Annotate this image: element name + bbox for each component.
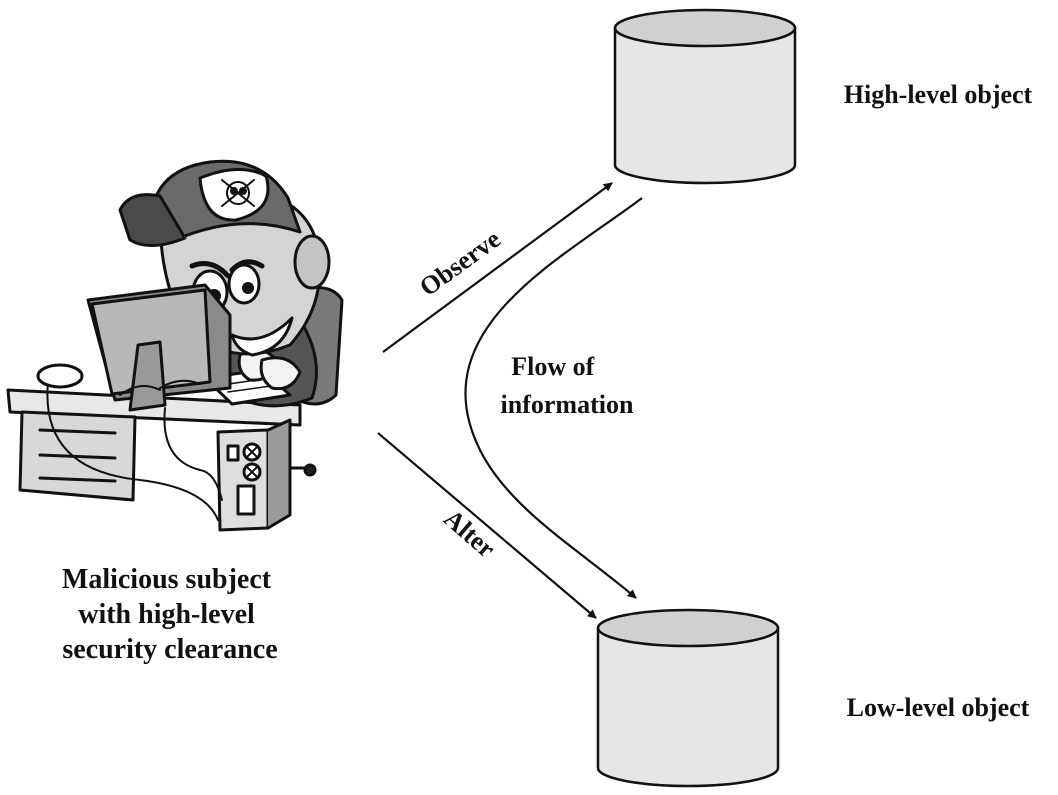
low-level-object-label: Low-level object: [847, 693, 1030, 722]
flow-label-line: Flow of: [511, 352, 594, 381]
observe-arrow: [382, 182, 613, 353]
flow-of-information-arrow: [464, 197, 643, 599]
alter-arrow: [377, 432, 597, 619]
low-level-object-cylinder: [596, 608, 780, 788]
flow-label-line: information: [501, 390, 634, 419]
malicious-subject-label: Malicious subject with high-level securi…: [62, 564, 278, 665]
hacker-hand: [259, 356, 302, 391]
subject-label-line: security clearance: [62, 634, 277, 665]
flow-of-information-label: Flow of information: [501, 352, 634, 419]
subject-label-line: Malicious subject: [62, 564, 272, 595]
high-level-object-label: High-level object: [844, 80, 1033, 109]
hacker-grin: [230, 316, 294, 357]
subject-label-line: with high-level: [78, 599, 255, 630]
observe-label: Observe: [414, 224, 506, 302]
mouse: [36, 363, 84, 389]
alter-label: Alter: [438, 504, 501, 564]
malicious-subject-illustration: [6, 159, 344, 532]
skull-icon: [221, 179, 255, 207]
high-level-object-cylinder: [613, 8, 797, 185]
